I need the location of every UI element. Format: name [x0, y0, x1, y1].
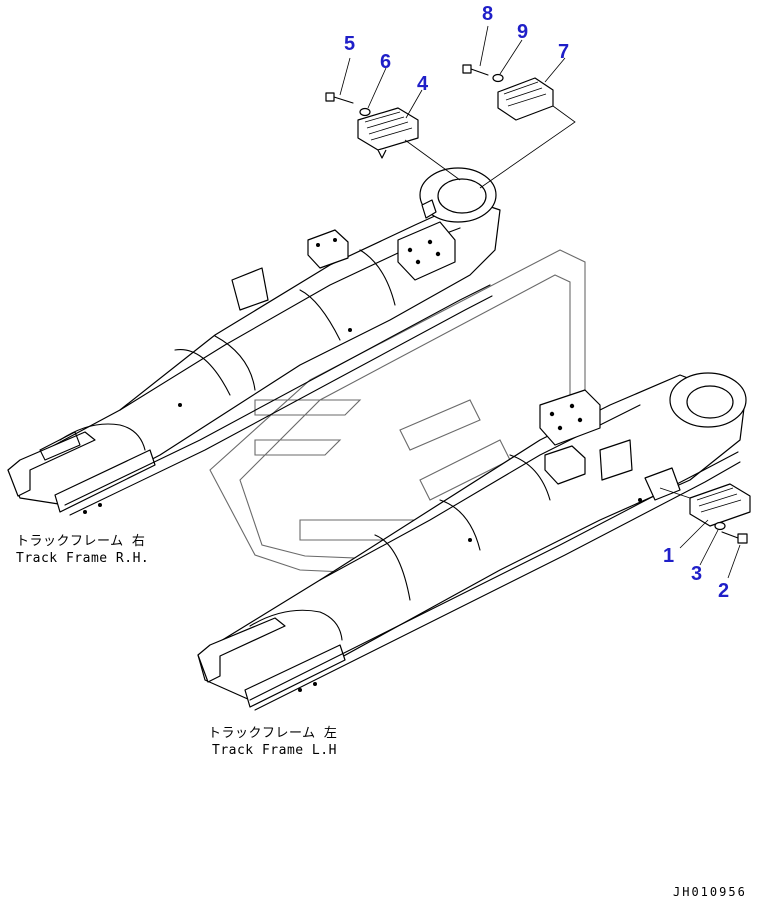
caption-left-frame-jp: トラックフレーム 左: [208, 726, 337, 741]
track-frame-lh: [197, 372, 747, 711]
callout-4: 4: [417, 73, 429, 95]
caption-right-frame-jp: トラックフレーム 右: [16, 534, 145, 549]
drawing-code: JH010956: [673, 885, 747, 899]
track-frame-rh: [7, 167, 501, 516]
caption-right-frame-en: Track Frame R.H.: [16, 551, 149, 566]
callout-1: 1: [663, 545, 674, 567]
step-part-4: [357, 107, 419, 159]
washer-3: [714, 521, 726, 531]
step-part-7: [497, 77, 554, 121]
washer-6: [359, 107, 371, 117]
callout-labels: 1 2 3 4 5 6 7 8 9: [344, 3, 729, 602]
bolt-5: [325, 92, 354, 104]
callout-5: 5: [344, 33, 355, 55]
bolt-8: [462, 64, 489, 76]
callout-7: 7: [558, 41, 569, 63]
caption-left-frame-en: Track Frame L.H: [212, 743, 337, 758]
bolt-2: [721, 531, 748, 544]
leader-lines: [339, 25, 741, 579]
callout-9: 9: [517, 21, 528, 43]
step-part-1: [689, 483, 751, 527]
callout-3: 3: [691, 563, 702, 585]
callout-8: 8: [482, 3, 493, 25]
callout-6: 6: [380, 51, 391, 73]
washer-9: [492, 73, 504, 83]
callout-2: 2: [718, 580, 729, 602]
